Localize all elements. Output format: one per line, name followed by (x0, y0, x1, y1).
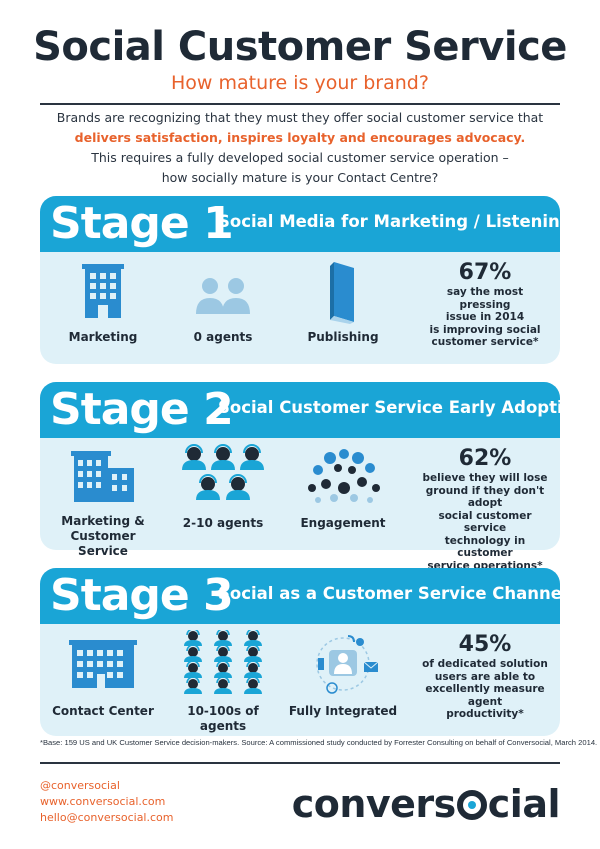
stat-line: believe they will lose (422, 472, 548, 484)
headset-agents-icon (181, 444, 265, 501)
stage-title: Social Customer Service Early Adoption (218, 398, 586, 417)
stage-column: 0 agents (168, 258, 278, 358)
stage-stat: 45% of dedicated solution users are able… (420, 632, 550, 721)
book-icon (330, 262, 354, 324)
column-label: Engagement (300, 516, 386, 530)
stat-line: is improving social (429, 323, 541, 336)
stat-line: productivity* (446, 708, 524, 720)
page-title: Social Customer Service (33, 24, 567, 70)
column-label: 10-100s of agents (187, 704, 259, 733)
stage-title: Social as a Customer Service Channel (218, 584, 568, 603)
social-cloud-icon (308, 449, 380, 503)
integrated-channels-icon (316, 635, 379, 694)
stage-1-panel: Stage 1 Social Media for Marketing / Lis… (40, 196, 572, 364)
stage-number: Stage 3 (50, 570, 234, 621)
website-link[interactable]: www.conversocial.com (40, 795, 166, 808)
stat-line: of dedicated solution (422, 658, 548, 670)
contact-center-building-icon (69, 640, 137, 688)
intro-highlight: delivers satisfaction, inspires loyalty … (74, 130, 526, 145)
column-label: Marketing & Customer Service (48, 514, 158, 559)
stage-column: 2-10 agents (168, 444, 278, 544)
stage-2-panel: Stage 2 Social Customer Service Early Ad… (40, 382, 586, 572)
footnote: *Base: 159 US and UK Customer Service de… (40, 738, 598, 747)
stage-number: Stage 1 (50, 198, 234, 249)
stat-line: excellently measure agent (425, 683, 545, 708)
stat-line: say the most pressing (446, 286, 524, 311)
intro-text: Brands are recognizing that they must th… (40, 108, 560, 188)
intro-line: Brands are recognizing that they must th… (56, 110, 544, 125)
stage-header: Stage 1 Social Media for Marketing / Lis… (40, 196, 572, 252)
stat-line: ground if they don't adopt (425, 484, 545, 510)
header-divider (40, 103, 560, 105)
email-link[interactable]: hello@conversocial.com (40, 811, 174, 824)
stage-column: Marketing & Customer Service (48, 444, 158, 558)
stage-header: Stage 3 Social as a Customer Service Cha… (40, 568, 568, 624)
logo-o-icon: o (456, 790, 487, 820)
stage-number: Stage 2 (50, 384, 234, 435)
conversocial-logo: conversocial (258, 782, 561, 830)
faded-agents-icon (196, 278, 250, 314)
column-label: Publishing (307, 330, 379, 344)
stat-line: users are able to (434, 670, 536, 683)
stage-column: Publishing (288, 258, 398, 358)
logo-text-end: cial (487, 782, 561, 826)
stage-stat: 67% say the most pressing issue in 2014 … (420, 260, 550, 349)
stat-line: technology in customer (444, 534, 526, 560)
stage-header: Stage 2 Social Customer Service Early Ad… (40, 382, 586, 438)
intro-line: how socially mature is your Contact Cent… (161, 170, 439, 185)
logo-text-start: convers (291, 782, 457, 826)
twitter-link[interactable]: @conversocial (40, 779, 120, 792)
stage-3-panel: Stage 3 Social as a Customer Service Cha… (40, 568, 568, 736)
stage-stat: 62% believe they will lose ground if the… (420, 446, 550, 572)
agent-grid-icon (183, 630, 263, 695)
stage-column: Marketing (48, 258, 158, 358)
office-complex-icon (71, 451, 134, 502)
stat-line: issue in 2014 (445, 311, 525, 323)
column-label: Contact Center (52, 704, 154, 718)
column-label-line: Marketing & (61, 514, 145, 528)
column-label: Fully Integrated (288, 704, 398, 718)
page-subtitle: How mature is your brand? (171, 72, 429, 94)
stat-percent: 62% (458, 446, 512, 471)
stage-column: Engagement (288, 444, 398, 544)
stage-column: Contact Center (48, 630, 158, 730)
footer-divider (40, 762, 560, 764)
stat-line: social customer service (438, 509, 532, 535)
office-building-icon (82, 264, 124, 318)
stage-title: Social Media for Marketing / Listening (218, 212, 572, 231)
stage-column: Fully Integrated (288, 630, 398, 730)
contact-info: @conversocial www.conversocial.com hello… (40, 778, 173, 826)
stage-column: 10-100s of agents (168, 630, 278, 733)
stat-percent: 45% (458, 632, 512, 657)
column-label-line: Customer Service (70, 529, 136, 558)
stat-percent: 67% (458, 260, 512, 285)
column-label: 0 agents (193, 330, 253, 344)
stat-line: customer service* (431, 336, 539, 348)
column-label: 2-10 agents (182, 516, 264, 530)
intro-line: This requires a fully developed social c… (91, 150, 509, 165)
column-label: Marketing (68, 330, 138, 344)
